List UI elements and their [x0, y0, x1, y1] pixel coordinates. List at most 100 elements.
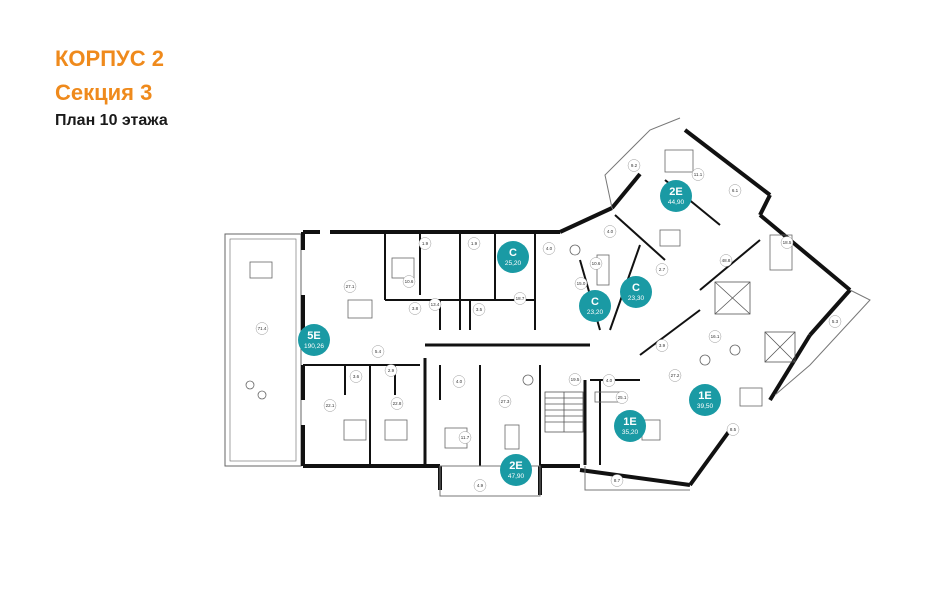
room-area-value: 3.6 — [353, 374, 360, 379]
room-area-value: 27.1 — [346, 284, 355, 289]
apartment-type-label: 2E — [509, 460, 522, 472]
apartment-area-label: 39,50 — [697, 403, 714, 410]
room-area-marker — [691, 168, 705, 181]
furniture — [245, 149, 793, 450]
room-area-value: 11.1 — [694, 172, 703, 177]
room-area-marker — [428, 298, 442, 311]
room-area-value: 15.0 — [577, 281, 586, 286]
room-area-marker — [323, 399, 337, 412]
floor-walls — [301, 128, 852, 495]
apartment-badge-circle[interactable] — [660, 180, 692, 212]
room-area-marker — [513, 292, 527, 305]
room-area-marker — [574, 277, 588, 290]
room-area-marker — [780, 236, 794, 249]
room-area-marker — [568, 373, 582, 386]
apartment-area-label: 190,26 — [304, 343, 324, 350]
room-area-value: 1.9 — [471, 241, 478, 246]
apartment-badge-circle[interactable] — [689, 384, 721, 416]
room-area-marker — [349, 370, 363, 383]
room-area-value: 1.9 — [422, 241, 429, 246]
room-area-value: 48.8 — [722, 258, 731, 263]
room-area-marker — [255, 322, 269, 335]
apartment-badge-circle[interactable] — [620, 276, 652, 308]
apartment-badge-c-2[interactable]: C23,20 — [579, 290, 611, 322]
room-area-value: 27.2 — [671, 373, 680, 378]
room-area-value: 19.5 — [571, 377, 580, 382]
room-area-value: 4.0 — [607, 229, 614, 234]
room-area-marker — [668, 369, 682, 382]
apartment-badge-circle[interactable] — [298, 324, 330, 356]
room-area-marker — [402, 275, 416, 288]
room-area-value: 13.4 — [431, 302, 440, 307]
apartment-badge-circle[interactable] — [579, 290, 611, 322]
apartment-area-label: 44,90 — [668, 199, 685, 206]
terrace-left — [224, 233, 302, 467]
room-area-value: 27.3 — [501, 399, 510, 404]
apartment-area-label: 35,20 — [622, 429, 639, 436]
room-area-marker — [542, 242, 556, 255]
room-area-marker — [655, 339, 669, 352]
balconies — [439, 117, 871, 497]
room-area-value: 3.9 — [659, 343, 666, 348]
room-area-marker — [408, 302, 422, 315]
room-area-marker — [708, 330, 722, 343]
room-area-value: 18.5 — [783, 240, 792, 245]
room-area-marker — [498, 395, 512, 408]
room-area-value: 3.5 — [476, 307, 483, 312]
room-area-marker — [458, 431, 472, 444]
room-area-marker — [615, 391, 629, 404]
room-area-marker — [452, 375, 466, 388]
room-area-value: 22.1 — [326, 403, 335, 408]
room-area-marker — [390, 397, 404, 410]
room-area-value: 10.6 — [592, 261, 601, 266]
room-area-marker — [627, 159, 641, 172]
apartment-area-label: 47,90 — [508, 473, 525, 480]
room-area-marker — [371, 345, 385, 358]
room-area-marker — [467, 237, 481, 250]
room-area-value: 9.2 — [631, 163, 638, 168]
room-area-value: 4.0 — [606, 378, 613, 383]
room-area-marker — [603, 225, 617, 238]
apartment-badge-circle[interactable] — [500, 454, 532, 486]
apartment-type-label: 5E — [307, 330, 320, 342]
apartment-type-label: 1E — [623, 416, 636, 428]
room-area-value: 4.0 — [546, 246, 553, 251]
room-area-marker — [728, 184, 742, 197]
room-area-value: 2.7 — [659, 267, 666, 272]
room-area-marker — [589, 257, 603, 270]
room-area-value: 8.5 — [730, 427, 737, 432]
room-area-marker — [602, 374, 616, 387]
room-area-value: 10.6 — [405, 279, 414, 284]
interior-walls — [303, 179, 761, 466]
room-area-value: 6.1 — [732, 188, 739, 193]
apartment-badge-circle[interactable] — [497, 241, 529, 273]
apartment-badge-c-3[interactable]: C23,30 — [620, 276, 652, 308]
building-title: КОРПУС 2 — [55, 46, 164, 71]
room-area-value: 18.7 — [516, 296, 525, 301]
room-area-value: 5.3 — [832, 319, 839, 324]
room-area-marker — [343, 280, 357, 293]
room-area-marker — [472, 303, 486, 316]
room-area-value: 25.1 — [618, 395, 627, 400]
apartment-badge-c-1[interactable]: C25,20 — [497, 241, 529, 273]
room-area-value: 5.4 — [375, 349, 382, 354]
room-area-value: 16.1 — [711, 334, 720, 339]
room-area-value: 2.9 — [388, 368, 395, 373]
apartment-area-label: 23,20 — [587, 309, 604, 316]
floor-plan-title: План 10 этажа — [55, 112, 168, 129]
apartment-badge-circle[interactable] — [614, 410, 646, 442]
room-area-value: 4.9 — [477, 483, 484, 488]
room-area-marker — [473, 479, 487, 492]
apartment-type-label: 2E — [669, 186, 682, 198]
room-area-marker — [384, 364, 398, 377]
apartment-badges[interactable]: 5E190,26C25,20C23,20C23,302E44,901E39,50… — [298, 180, 721, 486]
room-area-value: 4.0 — [456, 379, 463, 384]
apartment-area-label: 25,20 — [505, 260, 522, 267]
apartment-type-label: 1E — [698, 390, 711, 402]
